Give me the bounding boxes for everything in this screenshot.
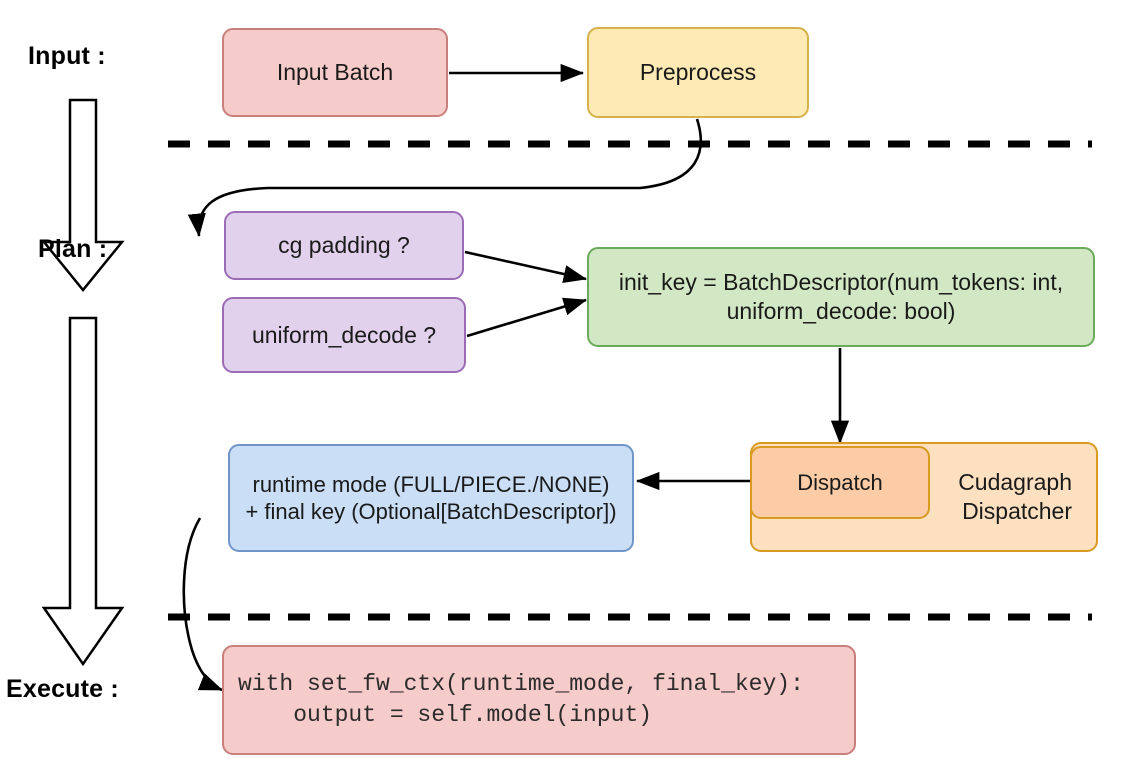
node-cg-padding[interactable]: cg padding ? — [224, 211, 464, 280]
node-uniform-decode-label: uniform_decode ? — [251, 321, 437, 348]
node-execute-code[interactable]: with set_fw_ctx(runtime_mode, final_key)… — [222, 645, 856, 755]
stage-arrow-input-to-plan — [41, 98, 125, 292]
node-cudagraph-dispatcher-line1: Cudagraph — [958, 469, 1072, 496]
node-init-key-line1: init_key = BatchDescriptor(num_tokens: i… — [618, 269, 1064, 296]
node-dispatch[interactable]: Dispatch — [750, 446, 930, 519]
node-runtime-mode-line1: runtime mode (FULL/PIECE./NONE) — [252, 471, 610, 497]
edge-cg-padding-to-init-key — [464, 250, 588, 284]
stage-arrow-plan-to-execute — [41, 316, 125, 667]
node-cg-padding-label: cg padding ? — [278, 232, 410, 259]
stage-label-input: Input : — [28, 42, 106, 70]
node-execute-code-text: with set_fw_ctx(runtime_mode, final_key)… — [238, 670, 804, 728]
edge-uniform-decode-to-init-key — [466, 297, 587, 338]
edge-runtime-mode-to-execute-code — [182, 517, 223, 692]
node-cudagraph-dispatcher-line2: Dispatcher — [962, 498, 1072, 524]
node-uniform-decode[interactable]: uniform_decode ? — [222, 297, 466, 373]
node-dispatch-label: Dispatch — [797, 469, 883, 495]
edge-preprocess-to-cg-padding — [187, 118, 703, 238]
node-input-batch[interactable]: Input Batch — [222, 28, 448, 117]
stage-label-plan: Plan : — [38, 235, 108, 263]
node-input-batch-label: Input Batch — [276, 59, 394, 86]
node-preprocess-label: Preprocess — [639, 59, 757, 86]
node-preprocess[interactable]: Preprocess — [587, 27, 809, 118]
stage-label-execute: Execute : — [6, 675, 119, 703]
node-runtime-mode-line2: + final key (Optional[BatchDescriptor]) — [245, 499, 617, 524]
node-init-key-line2: uniform_decode: bool) — [726, 298, 956, 324]
node-init-key[interactable]: init_key = BatchDescriptor(num_tokens: i… — [587, 247, 1095, 347]
node-runtime-mode[interactable]: runtime mode (FULL/PIECE./NONE) + final … — [228, 444, 634, 552]
